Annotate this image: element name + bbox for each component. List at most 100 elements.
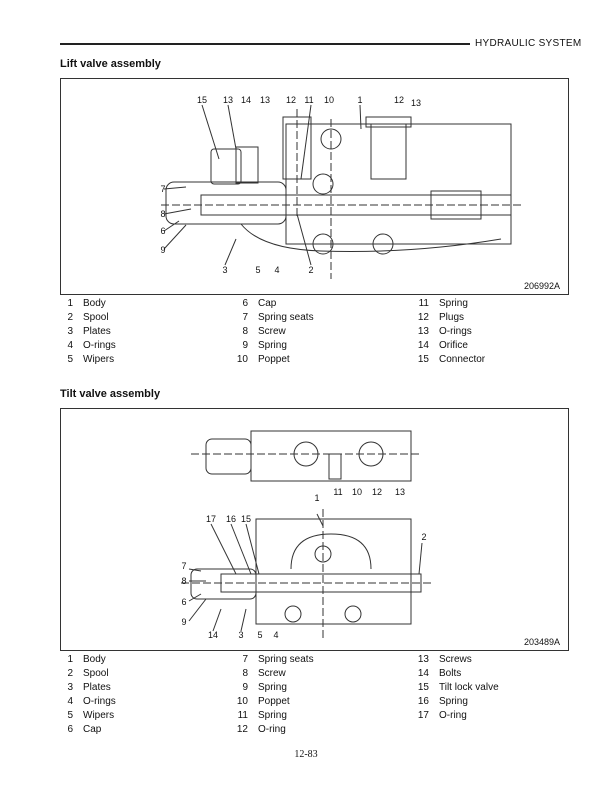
tilt-valve-title: Tilt valve assembly — [60, 388, 161, 400]
legend-label: Wipers — [83, 354, 115, 365]
legend-label: Screw — [258, 668, 286, 679]
legend-number: 12 — [236, 724, 248, 735]
legend-number: 11 — [237, 710, 248, 721]
legend-number: 4 — [67, 340, 73, 351]
callout-12: 12 — [393, 95, 405, 105]
callout-7: 7 — [160, 184, 166, 194]
legend-label: O-rings — [83, 340, 116, 351]
callout-14: 14 — [240, 95, 252, 105]
legend-number: 10 — [236, 354, 248, 365]
legend-label: Spring seats — [258, 312, 314, 323]
legend-label: Body — [83, 298, 106, 309]
legend-number: 17 — [417, 710, 429, 721]
legend-number: 13 — [417, 326, 429, 337]
legend-label: O-rings — [83, 696, 116, 707]
callout-16: 16 — [225, 514, 237, 524]
legend-label: Cap — [258, 298, 277, 309]
lift-valve-drawing — [161, 104, 521, 279]
legend-number: 6 — [242, 298, 248, 309]
legend-number: 16 — [417, 696, 429, 707]
legend-number: 14 — [417, 668, 429, 679]
legend-label: O-ring — [258, 724, 286, 735]
legend-label: Spring — [439, 696, 468, 707]
legend-number: 5 — [67, 354, 73, 365]
callout-10: 10 — [323, 95, 335, 105]
header-rule — [60, 43, 470, 45]
legend-number: 7 — [242, 312, 248, 323]
legend-number: 2 — [67, 668, 73, 679]
legend-label: Spring — [258, 682, 287, 693]
legend-label: Screw — [258, 326, 286, 337]
legend-label: Screws — [439, 654, 472, 665]
callout-15: 15 — [240, 514, 252, 524]
callout-3: 3 — [238, 630, 244, 640]
legend-number: 5 — [67, 710, 73, 721]
callout-4: 4 — [274, 265, 280, 275]
legend-label: Spring — [439, 298, 468, 309]
callout-5: 5 — [257, 630, 263, 640]
callout-17: 17 — [205, 514, 217, 524]
legend-number: 12 — [417, 312, 429, 323]
callout-13: 13 — [222, 95, 234, 105]
legend-number: 4 — [67, 696, 73, 707]
page-number: 12-83 — [294, 749, 318, 760]
figure-id: 203489A — [523, 637, 560, 647]
legend-label: Poppet — [258, 354, 290, 365]
legend-number: 3 — [67, 682, 73, 693]
legend-number: 8 — [242, 326, 248, 337]
legend-label: Wipers — [83, 710, 115, 721]
legend-number: 7 — [242, 654, 248, 665]
callout-6: 6 — [181, 597, 187, 607]
legend-label: Plugs — [439, 312, 465, 323]
legend-number: 15 — [417, 354, 429, 365]
callout-12: 12 — [285, 95, 297, 105]
lift-valve-title: Lift valve assembly — [60, 58, 161, 70]
callout-11: 11 — [333, 487, 343, 497]
callout-2: 2 — [308, 265, 314, 275]
callout-2: 2 — [421, 532, 427, 542]
legend-number: 3 — [67, 326, 73, 337]
legend-label: O-rings — [439, 326, 472, 337]
legend-label: Body — [83, 654, 106, 665]
tilt-valve-drawing — [181, 430, 431, 639]
callout-14: 14 — [207, 630, 219, 640]
legend-label: Spring seats — [258, 654, 314, 665]
legend-number: 11 — [418, 298, 429, 309]
callout-5: 5 — [255, 265, 261, 275]
legend-number: 15 — [417, 682, 429, 693]
section-title: HYDRAULIC SYSTEM — [475, 38, 582, 49]
legend-number: 13 — [417, 654, 429, 665]
callout-13: 13 — [394, 487, 406, 497]
legend-number: 9 — [242, 682, 248, 693]
legend-number: 14 — [417, 340, 429, 351]
callout-8: 8 — [181, 576, 187, 586]
legend-label: Bolts — [439, 668, 462, 679]
legend-number: 2 — [67, 312, 73, 323]
legend-number: 8 — [242, 668, 248, 679]
callout-7: 7 — [181, 561, 187, 571]
legend-number: 1 — [67, 298, 73, 309]
legend-number: 6 — [67, 724, 73, 735]
callout-13: 13 — [410, 98, 422, 108]
callout-1: 1 — [357, 95, 363, 105]
callout-13: 13 — [259, 95, 271, 105]
callout-11: 11 — [304, 95, 314, 105]
legend-label: Spring — [258, 710, 287, 721]
callout-15: 15 — [196, 95, 208, 105]
legend-label: Plates — [83, 682, 111, 693]
callout-8: 8 — [160, 209, 166, 219]
legend-label: Poppet — [258, 696, 290, 707]
legend-label: O-ring — [439, 710, 467, 721]
legend-number: 10 — [236, 696, 248, 707]
callout-4: 4 — [273, 630, 279, 640]
legend-label: Cap — [83, 724, 102, 735]
legend-label: Orifice — [439, 340, 468, 351]
legend-label: Connector — [439, 354, 486, 365]
legend-label: Plates — [83, 326, 111, 337]
legend-label: Spring — [258, 340, 287, 351]
callout-9: 9 — [181, 617, 187, 627]
legend-number: 9 — [242, 340, 248, 351]
legend-label: Tilt lock valve — [439, 682, 499, 693]
callout-9: 9 — [160, 245, 166, 255]
